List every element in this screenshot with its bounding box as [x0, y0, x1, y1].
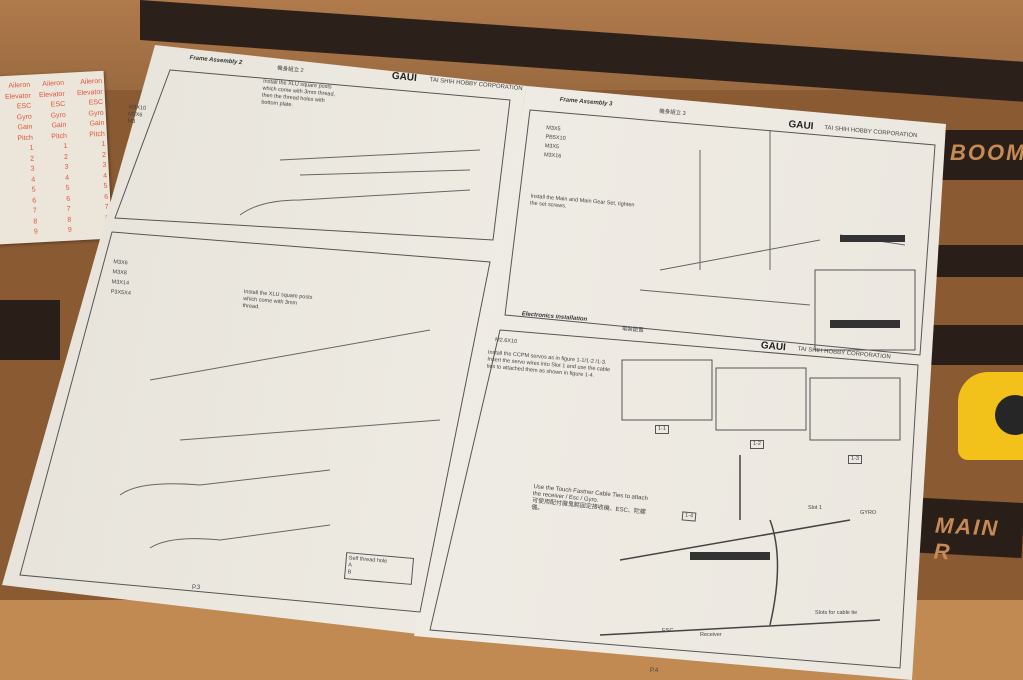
page-number: P.4	[650, 668, 659, 674]
parts-list: M3X10 M3X6 M3	[127, 104, 146, 126]
figure-1-3-box	[809, 377, 901, 441]
left-bottom-panel	[19, 231, 491, 613]
page-number: P.3	[192, 585, 201, 591]
gear-detail-box	[814, 269, 916, 351]
right-bottom-panel	[429, 329, 919, 669]
callout-esc: ESC	[662, 628, 674, 634]
callout-cable-tie-slots: Slots for cable tie	[815, 610, 858, 616]
thread-hole-legend: Self thread hole A B	[343, 552, 415, 585]
callout-slot1: Slot 1	[808, 505, 823, 511]
box-text-boom: BOOM	[950, 140, 1023, 165]
figure-1-2-box	[715, 367, 807, 431]
part-item: M3X16	[543, 152, 562, 160]
main-gear-teeth	[840, 235, 905, 242]
figure-label: 1-2	[750, 440, 764, 449]
parts-list: M3X6 M3X8 M3X14 P3X5X4	[110, 257, 134, 299]
box-divider-left	[0, 300, 60, 360]
figure-label: 1-1	[655, 425, 669, 434]
callout-gyro: GYRO	[860, 510, 877, 516]
figure-1-1-box	[621, 359, 713, 421]
right-top-panel	[504, 109, 936, 356]
parts-list: M3X5 PB5X10 M3X5 M3X16	[543, 124, 566, 162]
tape-measure-hub	[995, 395, 1023, 435]
brand-logo: GAUI	[760, 340, 787, 354]
figure-label: 1-4	[681, 511, 697, 522]
figure-label: 1-3	[848, 455, 862, 464]
brand-logo: GAUI	[787, 119, 814, 133]
part-item: P3X5X4	[110, 289, 132, 297]
left-top-panel	[114, 69, 511, 241]
part-item: M3	[127, 118, 136, 125]
servo-rack	[690, 552, 770, 560]
callout-receiver: Receiver	[700, 632, 722, 638]
main-gear-teeth	[830, 320, 900, 328]
brand-logo: GAUI	[391, 70, 418, 84]
